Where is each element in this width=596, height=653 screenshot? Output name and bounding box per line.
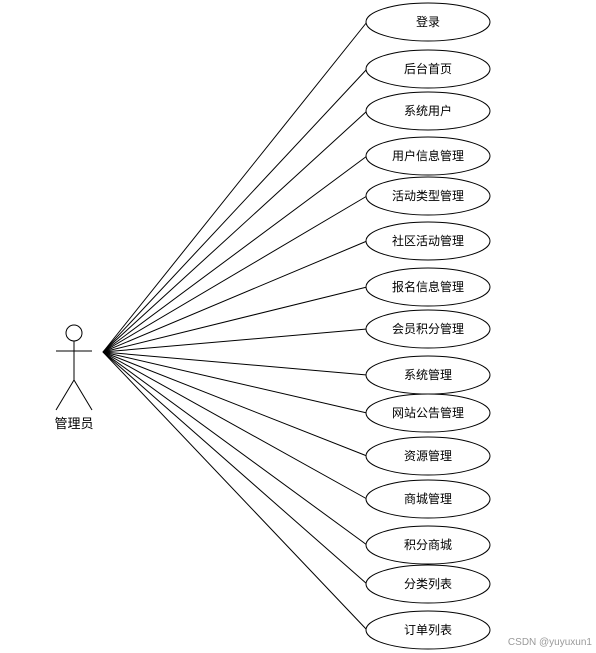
actor-left-leg <box>55 379 75 411</box>
use-case: 系统用户 <box>365 91 491 131</box>
association-line <box>102 21 368 353</box>
association-line <box>102 286 368 353</box>
association-line <box>102 351 368 500</box>
use-case-ellipse <box>365 525 491 565</box>
actor-head <box>65 324 83 342</box>
use-case-ellipse <box>365 267 491 307</box>
use-case-label: 后台首页 <box>404 61 452 76</box>
association-line <box>102 351 368 585</box>
use-case-ellipse <box>365 436 491 476</box>
association-line <box>102 351 368 376</box>
use-case-ellipse <box>365 393 491 433</box>
association-line <box>102 110 368 353</box>
use-case-ellipse <box>365 136 491 176</box>
association-line <box>102 195 368 353</box>
use-case: 分类列表 <box>365 564 491 604</box>
use-case: 社区活动管理 <box>365 221 491 261</box>
use-case-ellipse <box>365 309 491 349</box>
association-line <box>102 351 368 457</box>
use-case: 活动类型管理 <box>365 176 491 216</box>
association-line <box>102 240 368 353</box>
use-case-ellipse <box>365 2 491 42</box>
use-case-ellipse <box>365 91 491 131</box>
use-case-label: 用户信息管理 <box>392 148 464 163</box>
use-case: 积分商城 <box>365 525 491 565</box>
association-line <box>102 68 368 353</box>
use-case-label: 分类列表 <box>404 577 452 591</box>
use-case-label: 社区活动管理 <box>392 233 464 248</box>
use-case-label: 系统管理 <box>404 367 452 382</box>
use-case-ellipse <box>365 176 491 216</box>
use-case: 订单列表 <box>365 610 491 650</box>
use-case: 登录 <box>365 2 491 42</box>
use-case: 报名信息管理 <box>365 267 491 307</box>
association-line <box>102 351 368 631</box>
use-case-label: 报名信息管理 <box>392 279 464 294</box>
use-case: 商城管理 <box>365 479 491 519</box>
use-case: 会员积分管理 <box>365 309 491 349</box>
use-case-label: 网站公告管理 <box>392 405 464 420</box>
use-case-ellipse <box>365 221 491 261</box>
use-case-label: 活动类型管理 <box>392 188 464 203</box>
association-line <box>102 328 368 353</box>
use-case: 用户信息管理 <box>365 136 491 176</box>
use-case-ellipse <box>365 564 491 604</box>
use-case: 系统管理 <box>365 355 491 395</box>
use-case-label: 订单列表 <box>404 623 452 637</box>
use-case: 后台首页 <box>365 49 491 89</box>
use-case-label: 会员积分管理 <box>392 321 464 336</box>
association-line <box>102 155 368 353</box>
use-case-label: 商城管理 <box>404 491 452 506</box>
use-case-group: 登录后台首页系统用户用户信息管理活动类型管理社区活动管理报名信息管理会员积分管理… <box>365 2 491 650</box>
use-case-label: 资源管理 <box>404 448 452 463</box>
use-case-label: 系统用户 <box>404 103 452 118</box>
watermark: CSDN @yuyuxun1 <box>508 637 593 648</box>
actor-label: 管理员 <box>54 417 93 432</box>
use-case: 网站公告管理 <box>365 393 491 433</box>
use-case-label: 登录 <box>416 14 440 29</box>
use-case-label: 积分商城 <box>404 537 452 552</box>
association-line <box>102 351 368 546</box>
association-lines <box>102 21 368 631</box>
use-case: 资源管理 <box>365 436 491 476</box>
association-line <box>102 351 368 414</box>
actor-right-leg <box>73 379 93 411</box>
use-case-ellipse <box>365 610 491 650</box>
use-case-ellipse <box>365 479 491 519</box>
actor: 管理员 <box>54 324 94 432</box>
use-case-ellipse <box>365 49 491 89</box>
